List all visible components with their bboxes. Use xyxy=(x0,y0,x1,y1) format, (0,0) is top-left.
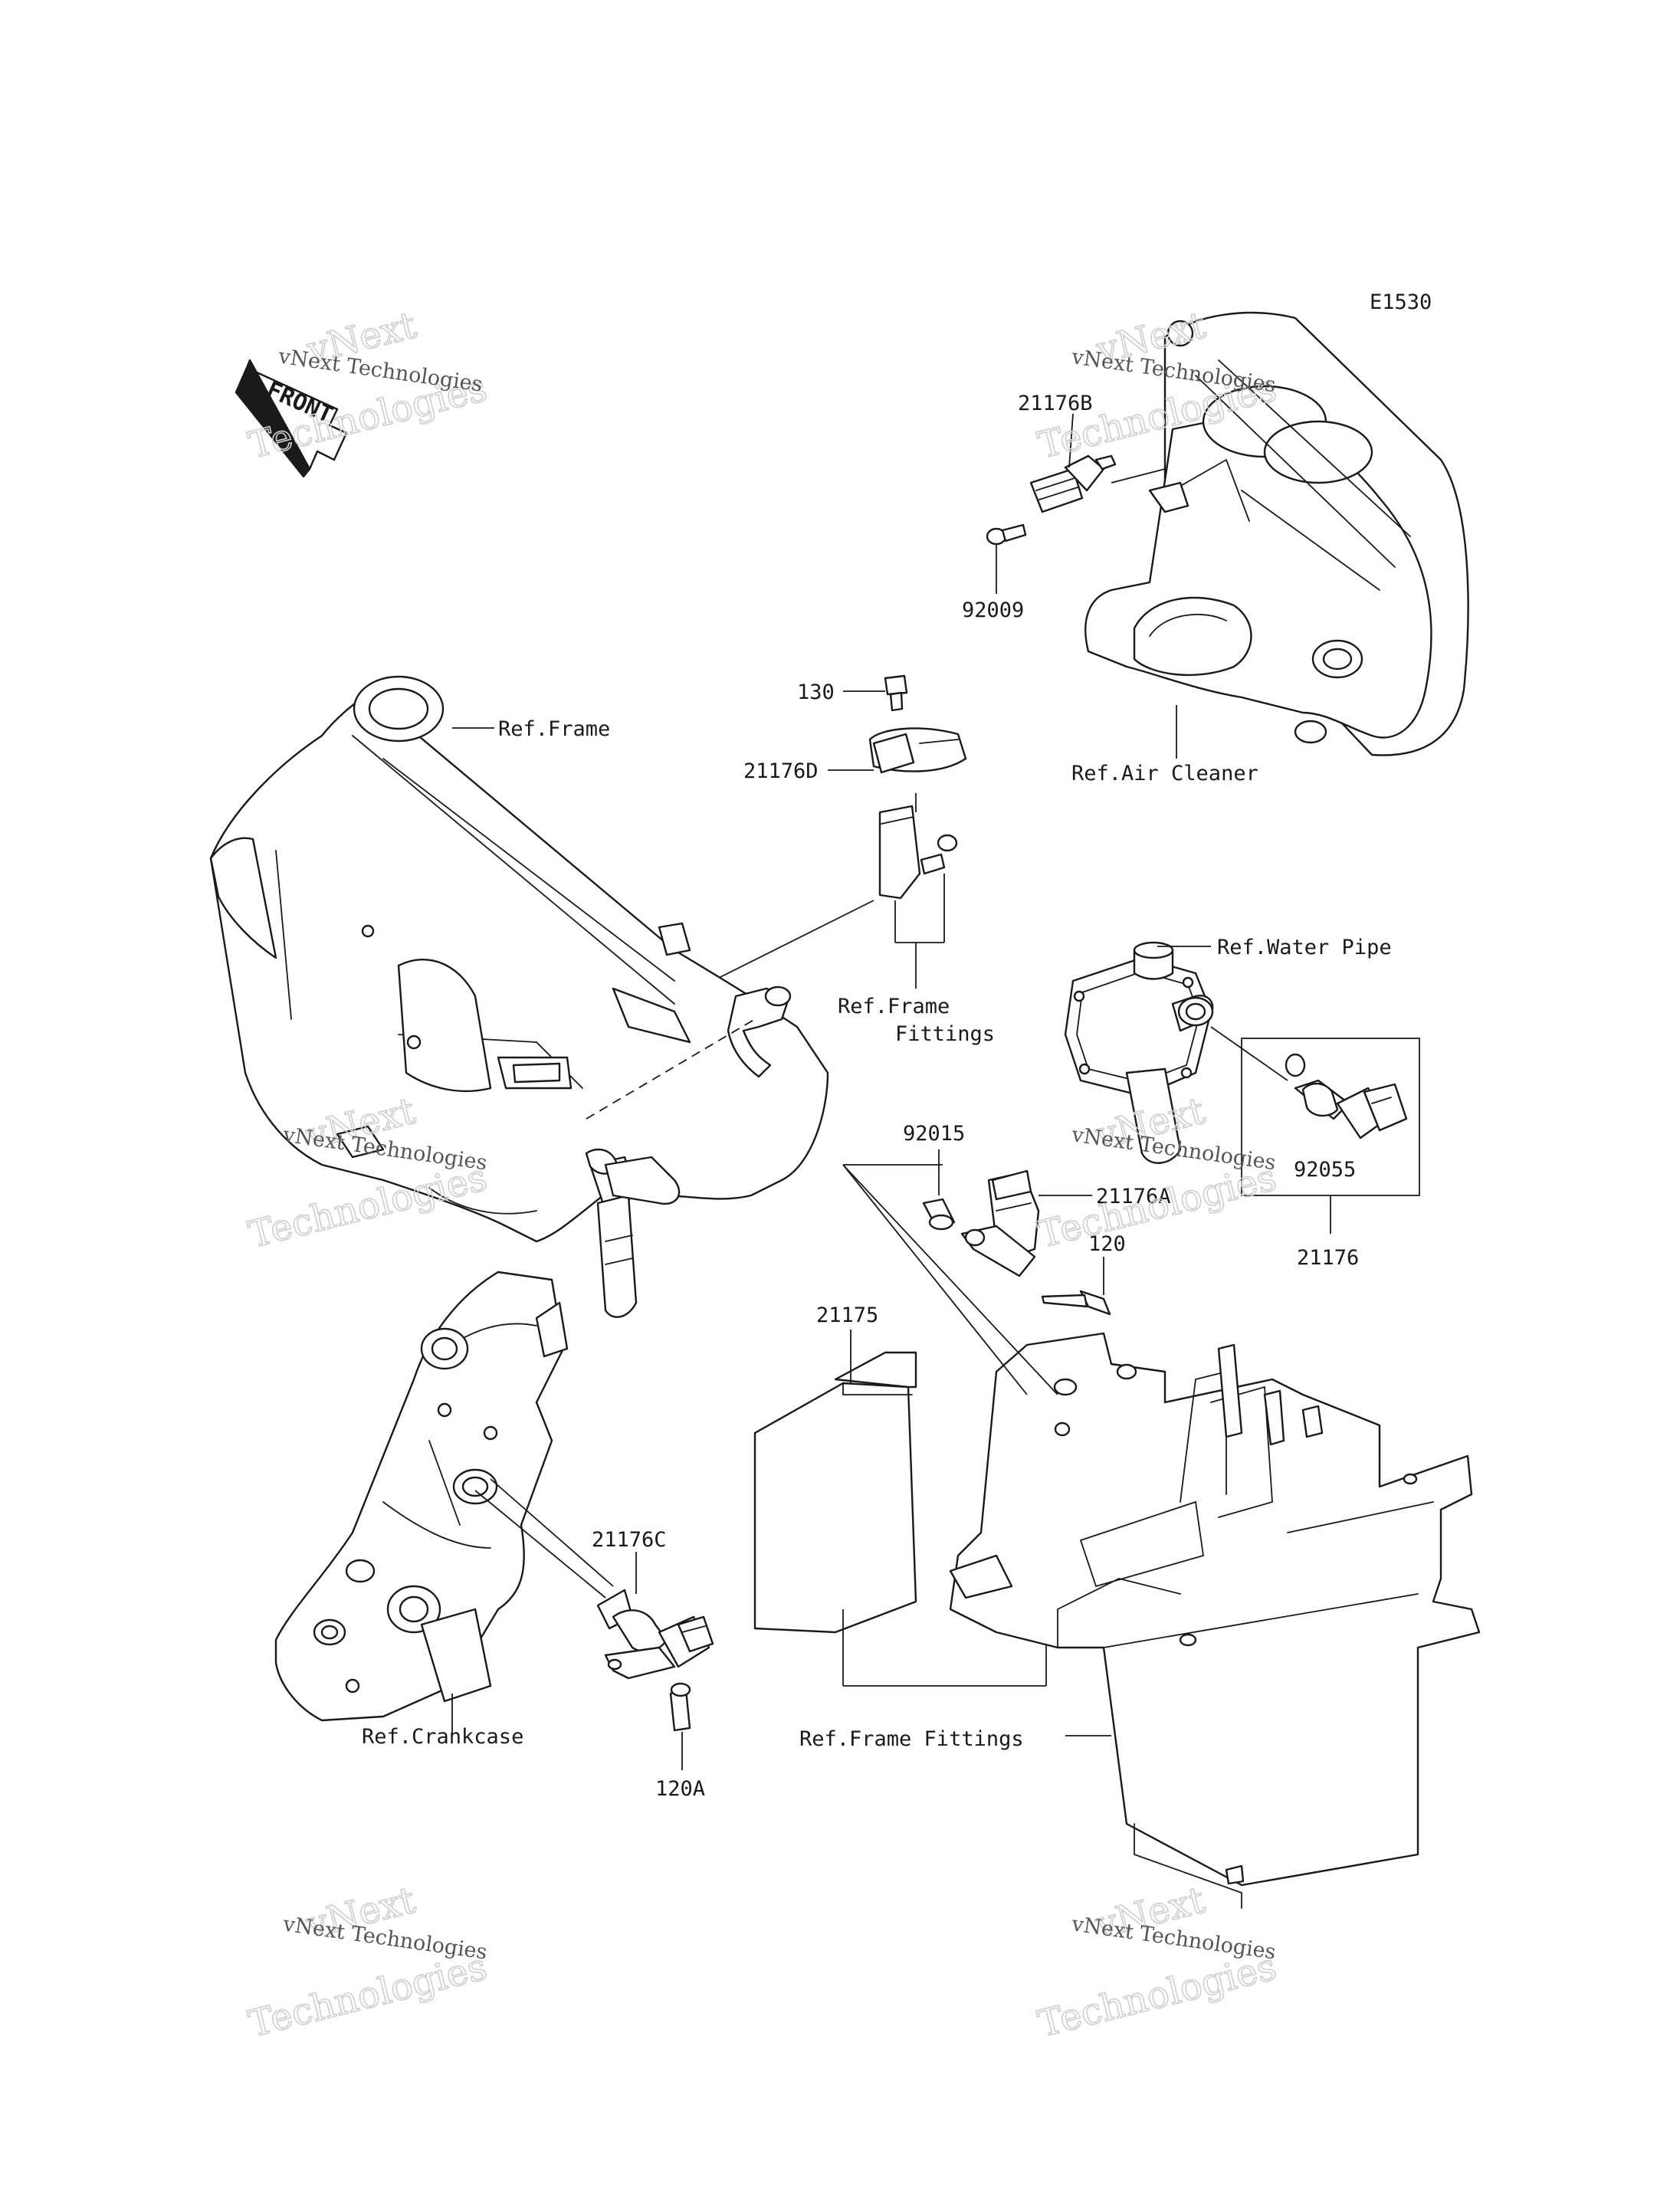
label-92055: 92055 xyxy=(1294,1158,1356,1182)
sensor-21176D-group xyxy=(712,674,967,989)
air-cleaner-assembly xyxy=(1084,311,1469,756)
sensor-21176B xyxy=(1029,413,1166,513)
label-21176B: 21176B xyxy=(1018,392,1093,415)
label-21176: 21176 xyxy=(1297,1246,1359,1270)
crankcase-assembly xyxy=(274,1271,614,1736)
label-21175: 21175 xyxy=(816,1303,878,1327)
sensor-21176A-group xyxy=(843,1149,1111,1316)
watermark-bottom-right: vNext Technologies vNext Technologies xyxy=(1033,1878,1281,2047)
frame-assembly xyxy=(209,675,829,1318)
svg-text:Technologies: Technologies xyxy=(1034,1156,1281,1257)
label-ref-crankcase: Ref.Crankcase xyxy=(362,1725,523,1749)
water-pipe-assembly xyxy=(1064,941,1288,1164)
label-ref-water-pipe: Ref.Water Pipe xyxy=(1217,936,1392,959)
label-ref-frame-fittings-bottom: Ref.Frame Fittings xyxy=(799,1727,1024,1751)
label-ref-air-cleaner: Ref.Air Cleaner xyxy=(1071,762,1258,785)
screw-92009 xyxy=(986,523,1027,594)
svg-text:Technologies: Technologies xyxy=(244,1946,491,2046)
label-120: 120 xyxy=(1088,1232,1126,1256)
svg-text:Technologies: Technologies xyxy=(1034,1946,1281,2046)
label-130: 130 xyxy=(797,680,835,704)
battery-case xyxy=(842,1164,1481,1909)
diagram-code: E1530 xyxy=(1370,290,1432,314)
label-21176D: 21176D xyxy=(743,759,819,783)
sensor-21176C-group xyxy=(596,1552,714,1770)
watermark-bottom-left: vNext Technologies vNext Technologies xyxy=(244,1878,491,2047)
label-21176C: 21176C xyxy=(592,1528,667,1552)
sensor-21176-box xyxy=(1241,1038,1420,1234)
label-92009: 92009 xyxy=(962,598,1024,622)
label-120A: 120A xyxy=(655,1777,705,1801)
label-ref-frame-fittings-line2: Fittings xyxy=(895,1022,995,1046)
label-92015: 92015 xyxy=(903,1122,965,1146)
ecu-21175 xyxy=(753,1330,1047,1687)
label-21176A: 21176A xyxy=(1096,1185,1171,1208)
watermark-mid-right: vNext Technologies vNext Technologies xyxy=(1033,1089,1281,1258)
label-ref-frame-fittings-line1: Ref.Frame xyxy=(838,995,950,1018)
label-ref-frame: Ref.Frame xyxy=(498,717,610,741)
